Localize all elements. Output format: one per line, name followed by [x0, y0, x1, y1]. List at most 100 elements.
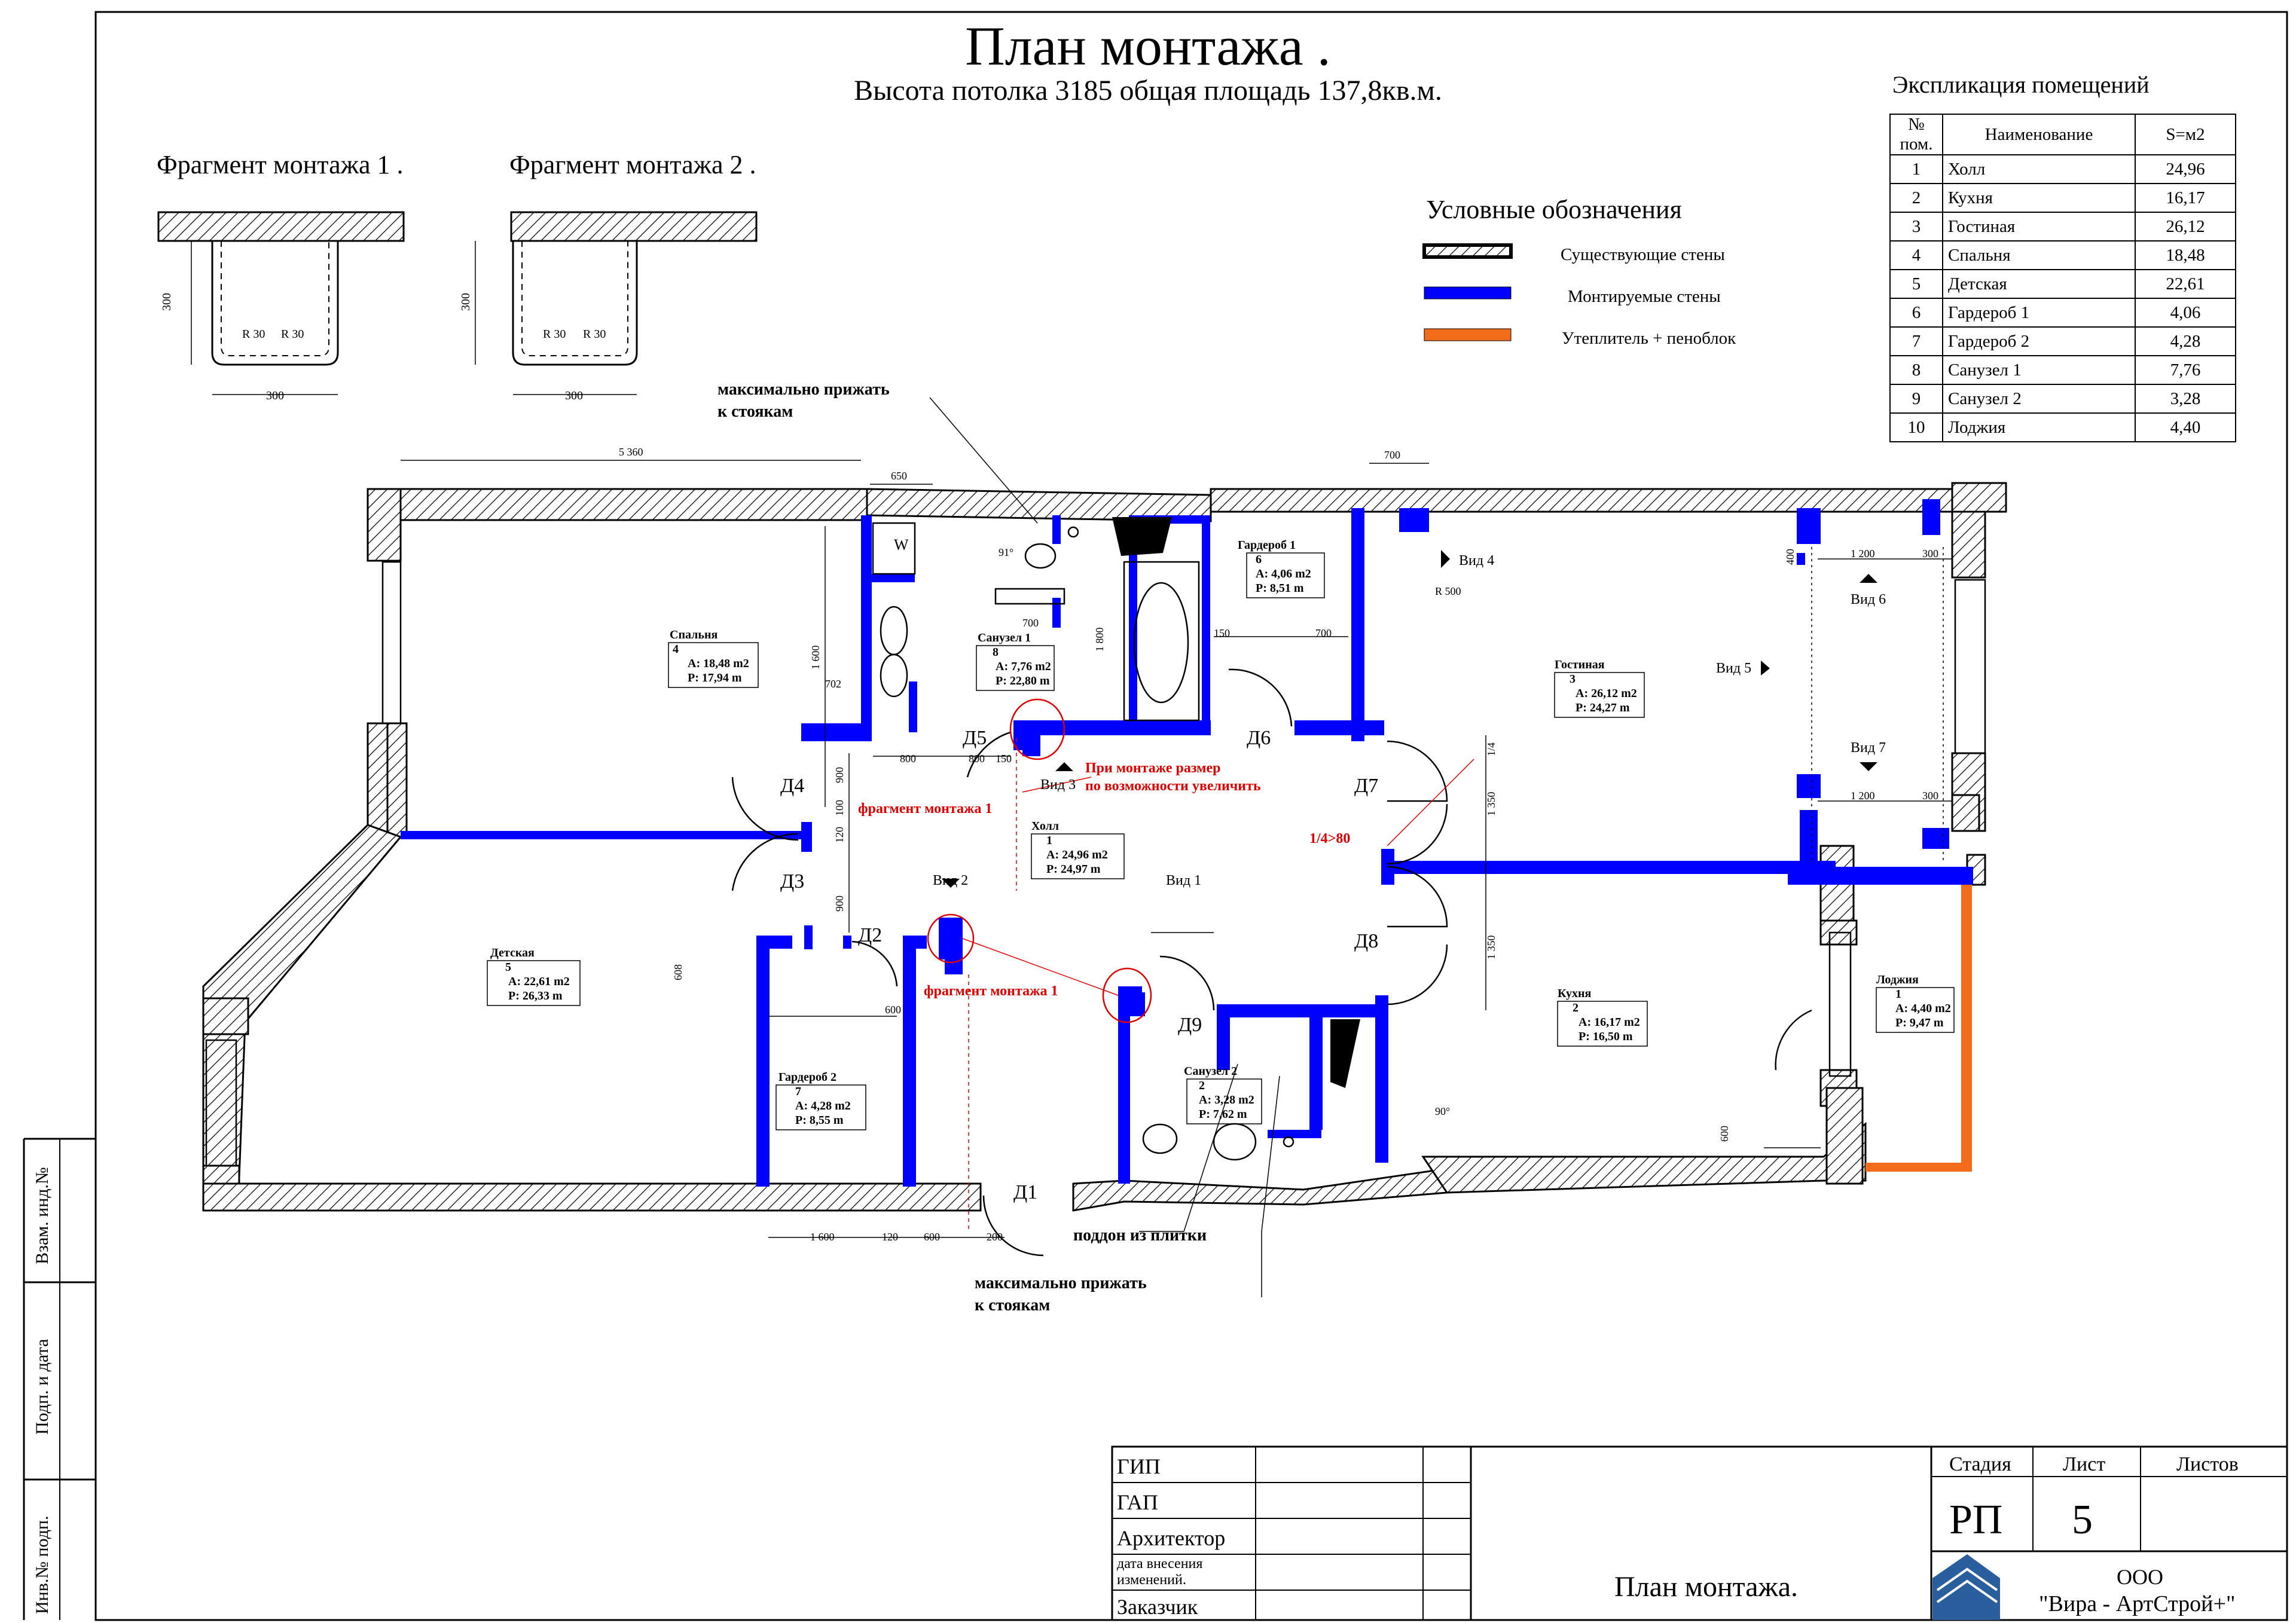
cell-num: 5: [1889, 269, 1943, 299]
highlight-2: [927, 913, 975, 964]
note-press-bottom-2: к стоякам: [975, 1296, 1050, 1315]
cell-area: 18,48: [2135, 240, 2236, 270]
cell-name: Гостиная: [1942, 212, 2136, 242]
cell-area: 4,06: [2135, 298, 2236, 328]
room-bath2: Санузел 2 2 A: 3,28 m2 P: 7,62 m: [1184, 1065, 1262, 1124]
door-d1: Д1: [1013, 1181, 1037, 1203]
fragment-2-title: Фрагмент монтажа 2 .: [509, 150, 756, 179]
cell-num: 6: [1889, 298, 1943, 328]
header-name: Наименование: [1942, 114, 2136, 155]
note-tray: поддон из плитки: [1073, 1226, 1207, 1245]
svg-text:700: 700: [1315, 627, 1332, 639]
svg-text:650: 650: [891, 470, 907, 482]
svg-text:1 600: 1 600: [810, 1231, 835, 1243]
title-block: [1111, 1445, 2288, 1621]
cell-area: 4,40: [2135, 412, 2236, 442]
cell-name: Гардероб 2: [1942, 326, 2136, 356]
svg-text:A: 16,17 m2: A: 16,17 m2: [1578, 1016, 1640, 1029]
svg-text:800: 800: [969, 753, 985, 765]
cell-name: Гардероб 1: [1942, 298, 2136, 328]
cell-name: Санузел 2: [1942, 384, 2136, 414]
stamp-gip: ГИП: [1117, 1454, 1161, 1478]
svg-text:Гардероб 2: Гардероб 2: [778, 1071, 836, 1084]
shaft-1: [1112, 517, 1172, 556]
note-press-bottom: максимально прижать: [975, 1274, 1147, 1292]
sink-2: [880, 653, 908, 698]
cell-num: 10: [1889, 412, 1943, 442]
svg-text:700: 700: [1384, 449, 1400, 461]
svg-text:120: 120: [882, 1231, 898, 1243]
fragment-1-width: 300: [266, 389, 284, 402]
side-stamp-replacement: Взам. инд.№: [32, 1167, 52, 1264]
svg-text:A: 22,61 m2: A: 22,61 m2: [508, 975, 570, 988]
svg-text:P: 8,51 m: P: 8,51 m: [1256, 582, 1304, 595]
cell-num: 2: [1889, 183, 1943, 213]
dimension-texts: 5 360 650 700 700 700 1 800 1 600 702 80…: [619, 446, 1938, 1243]
svg-text:2: 2: [1573, 1001, 1578, 1014]
cell-area: 4,28: [2135, 326, 2236, 356]
fragment-2-radius-1: R 30: [543, 328, 566, 341]
room-kids: Детская 5 A: 22,61 m2 P: 26,33 m: [487, 946, 581, 1006]
svg-text:1: 1: [1895, 988, 1901, 1001]
view-2-label: Вид 2: [933, 873, 968, 888]
fragment-2-width: 300: [565, 389, 583, 402]
door-d8: Д8: [1354, 930, 1378, 952]
svg-text:Санузел 1: Санузел 1: [978, 631, 1031, 644]
toilet-2: [1142, 1123, 1178, 1154]
cell-area: 7,76: [2135, 355, 2236, 385]
svg-text:90°: 90°: [1435, 1105, 1450, 1117]
page-title: План монтажа .: [965, 16, 1331, 77]
fragment-2-drawing: 300 300 R 30 R 30: [459, 211, 758, 402]
cell-area: 26,12: [2135, 212, 2236, 242]
svg-text:600: 600: [924, 1231, 940, 1243]
svg-text:1 800: 1 800: [1094, 628, 1106, 652]
legend-title: Условные обозначения: [1426, 195, 1682, 224]
svg-text:Санузел 2: Санузел 2: [1184, 1065, 1237, 1078]
cell-area: 3,28: [2135, 384, 2236, 414]
title-block-texts: ГИП ГАП Архитектор дата внесения изменен…: [1117, 1453, 2239, 1619]
view-4-marker: [1441, 550, 1450, 568]
page-subtitle: Высота потолка 3185 общая площадь 137,8к…: [854, 75, 1442, 106]
legend-insulation-label: Утеплитель + пеноблок: [1562, 329, 1736, 348]
svg-text:608: 608: [672, 964, 684, 980]
stamp-stage: РП: [1949, 1497, 2002, 1543]
svg-text:P: 24,27 m: P: 24,27 m: [1576, 701, 1630, 714]
stamp-drawing-name: План монтажа.: [1614, 1571, 1798, 1603]
svg-text:A: 18,48 m2: A: 18,48 m2: [688, 657, 749, 670]
cell-name: Санузел 1: [1942, 355, 2136, 385]
svg-text:Кухня: Кухня: [1558, 987, 1592, 1000]
svg-text:150: 150: [996, 753, 1012, 765]
svg-text:1 350: 1 350: [1485, 936, 1497, 960]
bathtub: [1123, 561, 1200, 722]
svg-text:900: 900: [833, 767, 845, 783]
cell-num: 9: [1889, 384, 1943, 414]
legend-existing-label: Существующие стены: [1561, 245, 1725, 264]
highlight-1: [1009, 698, 1065, 760]
side-stamp-inventory: Инв.№ подп.: [32, 1515, 52, 1614]
note-red-quarter: 1/4>80: [1309, 831, 1350, 846]
stamp-company-2: "Вира - АртСтрой+": [2039, 1591, 2235, 1616]
fragment-2-radius-2: R 30: [583, 328, 606, 341]
svg-text:P: 17,94 m: P: 17,94 m: [688, 671, 742, 684]
door-labels: Д1 Д2 Д3 Д4 Д5 Д6 Д7 Д8 Д9: [780, 727, 1378, 1203]
room-hall: Холл 1 A: 24,96 m2 P: 24,97 m: [1031, 820, 1125, 879]
note-press-top: максимально прижать: [718, 380, 890, 399]
cell-name: Холл: [1942, 154, 2136, 184]
svg-text:1 600: 1 600: [810, 646, 822, 670]
side-stamp-sign: Подп. и дата: [32, 1339, 52, 1435]
svg-text:A: 3,28 m2: A: 3,28 m2: [1199, 1093, 1254, 1107]
svg-text:1 200: 1 200: [1851, 790, 1875, 802]
company-logo: [1932, 1554, 2000, 1620]
svg-text:7: 7: [795, 1085, 801, 1098]
svg-text:600: 600: [1718, 1126, 1730, 1142]
svg-text:Холл: Холл: [1031, 820, 1059, 833]
